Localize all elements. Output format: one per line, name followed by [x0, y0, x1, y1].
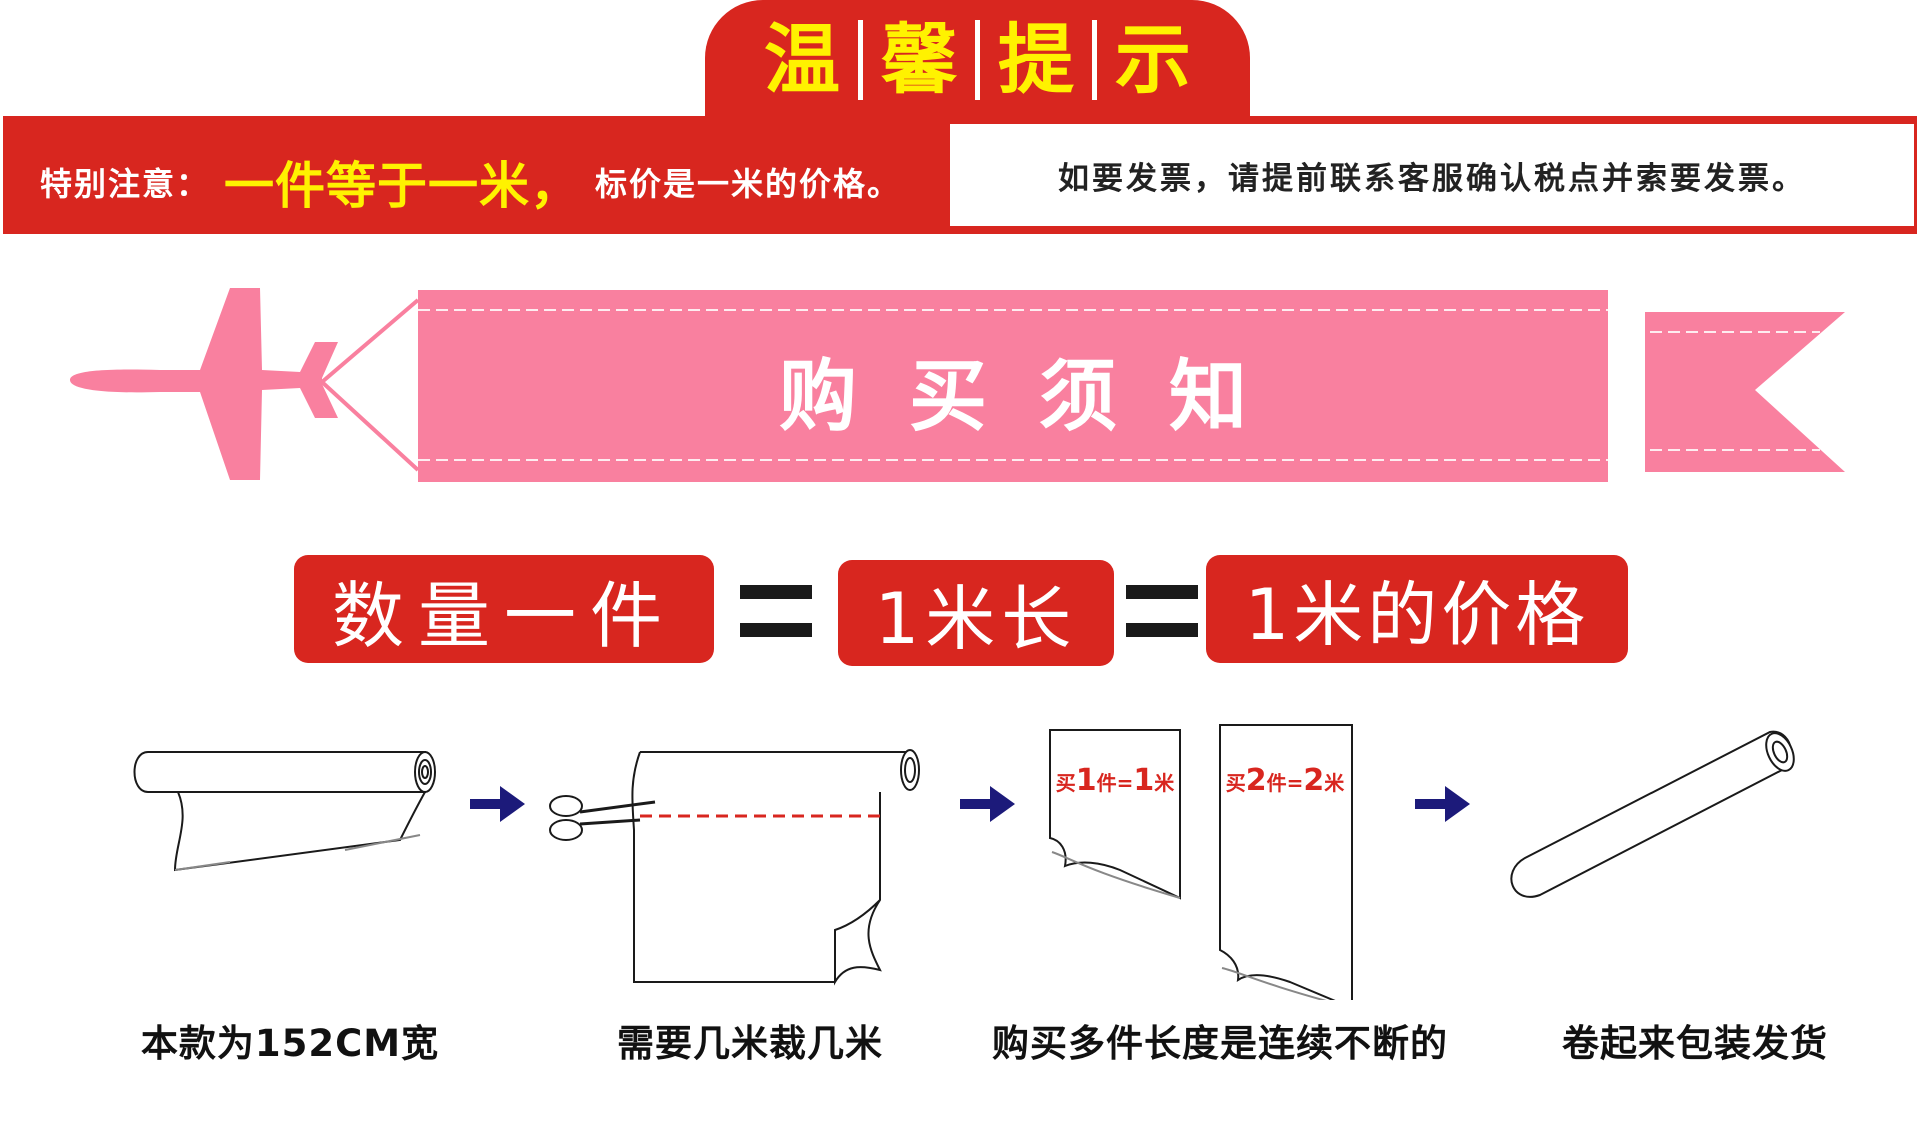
warm-tip-tab: 温 馨 提 示 — [705, 0, 1250, 125]
title-char: 提 — [998, 14, 1074, 104]
ribbon-body — [418, 290, 1608, 482]
note-length: 2 — [1303, 763, 1325, 798]
rolled-up-icon — [1510, 730, 1795, 898]
note-qty: 2 — [1245, 763, 1267, 798]
title-char: 示 — [1115, 14, 1191, 104]
arrow-right-icon — [1415, 786, 1470, 822]
sheet-note-two: 买 2 件= 2 米 — [1220, 763, 1350, 798]
one-meter-price: 1米的价格 — [1206, 555, 1628, 663]
title-char: 馨 — [881, 14, 957, 104]
quantity-one-piece: 数量一件 — [294, 555, 714, 663]
step-caption-cut: 需要几米裁几米 — [617, 1022, 883, 1065]
purchase-notice-ribbon — [70, 288, 1845, 482]
note-buy: 买 — [1225, 771, 1246, 795]
note-unit: 件= — [1096, 771, 1134, 795]
step-caption-packaging: 卷起来包装发货 — [1562, 1022, 1828, 1065]
arrow-right-icon — [960, 786, 1015, 822]
scissors-icon — [549, 795, 656, 841]
invoice-notice-text: 如要发票，请提前联系客服确认税点并索要发票。 — [1058, 160, 1806, 197]
tow-rope — [320, 298, 420, 472]
equals-sign — [1126, 585, 1198, 637]
steps-illustration — [133, 724, 1795, 1000]
notice-highlight: 一件等于一米， — [224, 157, 582, 215]
airplane-icon — [70, 288, 338, 480]
note-buy: 买 — [1055, 771, 1076, 795]
invoice-notice-box: 如要发票，请提前联系客服确认税点并索要发票。 — [950, 124, 1914, 226]
sheet-note-one: 买 1 件= 1 米 — [1050, 763, 1180, 798]
title-char: 温 — [764, 14, 840, 104]
title-divider — [975, 19, 980, 100]
ribbon-tail — [1645, 312, 1845, 472]
notice-label: 特别注意： — [40, 165, 211, 203]
step-caption-width: 本款为152CM宽 — [140, 1022, 440, 1065]
ribbon-title-wrap: 购买须知 — [418, 335, 1608, 445]
note-meter: 米 — [1154, 771, 1175, 795]
note-unit: 件= — [1266, 771, 1304, 795]
special-notice: 特别注意： 一件等于一米， 标价是一米的价格。 — [40, 152, 902, 215]
arrow-right-icon — [470, 786, 525, 822]
one-meter-long: 1米长 — [838, 560, 1114, 666]
ribbon-title: 购买须知 — [778, 352, 1299, 442]
note-meter: 米 — [1324, 771, 1345, 795]
step-caption-continuous: 购买多件长度是连续不断的 — [992, 1022, 1448, 1065]
roll-unrolled-icon — [133, 751, 436, 872]
note-length: 1 — [1133, 763, 1155, 798]
warm-tip-title: 温 馨 提 示 — [746, 14, 1209, 104]
title-divider — [858, 19, 863, 100]
title-divider — [1092, 19, 1097, 100]
equals-sign — [740, 585, 812, 637]
sheets-icon — [1049, 724, 1353, 1000]
note-qty: 1 — [1075, 763, 1097, 798]
notice-rest: 标价是一米的价格。 — [595, 165, 902, 203]
cut-sheet-icon — [631, 749, 920, 986]
